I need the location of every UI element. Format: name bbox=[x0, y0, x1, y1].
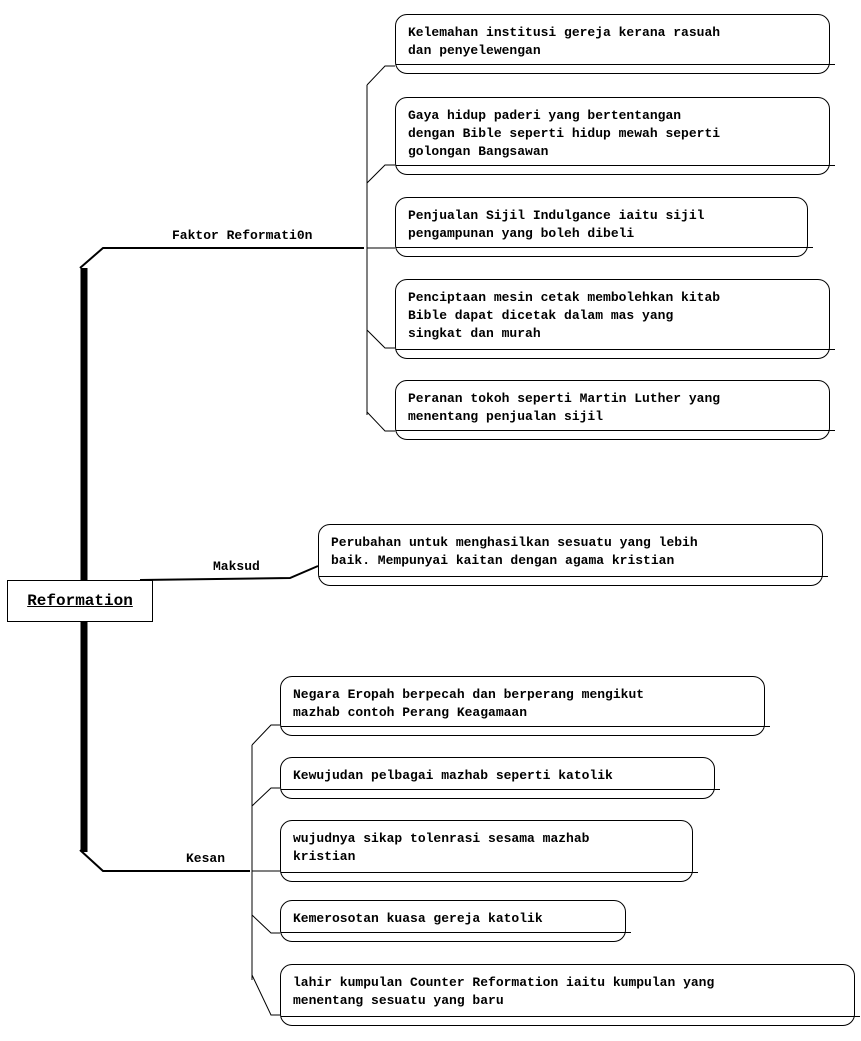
branch-line-faktor bbox=[79, 247, 364, 269]
link-kesan-2 bbox=[251, 787, 280, 807]
node-kesan-2[interactable]: Kewujudan pelbagai mazhab seperti katoli… bbox=[280, 757, 720, 799]
link-kesan-1 bbox=[251, 724, 280, 746]
branch-label-kesan: Kesan bbox=[186, 851, 226, 866]
node-faktor-2[interactable]: Gaya hidup paderi yang bertentangan deng… bbox=[395, 97, 835, 175]
link-faktor-4 bbox=[366, 329, 395, 349]
root-label: Reformation bbox=[27, 592, 133, 610]
link-kesan-5 bbox=[251, 974, 280, 1016]
node-kesan-3[interactable]: wujudnya sikap tolenrasi sesama mazhab k… bbox=[280, 820, 698, 882]
node-kesan-5[interactable]: lahir kumpulan Counter Reformation iaitu… bbox=[280, 964, 860, 1026]
node-faktor-1[interactable]: Kelemahan institusi gereja kerana rasuah… bbox=[395, 14, 835, 74]
link-kesan-4 bbox=[251, 914, 280, 934]
node-kesan-4[interactable]: Kemerosotan kuasa gereja katolik bbox=[280, 900, 631, 942]
root-node[interactable]: Reformation bbox=[7, 580, 153, 622]
node-faktor-5[interactable]: Peranan tokoh seperti Martin Luther yang… bbox=[395, 380, 835, 440]
node-maksud-1[interactable]: Perubahan untuk menghasilkan sesuatu yan… bbox=[318, 524, 828, 586]
branch-label-maksud: Maksud bbox=[213, 559, 260, 574]
branch-label-faktor: Faktor Reformati0n bbox=[172, 228, 313, 243]
node-kesan-1[interactable]: Negara Eropah berpecah dan berperang men… bbox=[280, 676, 770, 736]
branch-line-maksud bbox=[139, 565, 319, 581]
link-faktor-5 bbox=[366, 411, 395, 432]
link-faktor-2 bbox=[366, 164, 395, 184]
branch-line-kesan bbox=[79, 849, 250, 872]
node-faktor-3[interactable]: Penjualan Sijil Indulgance iaitu sijil p… bbox=[395, 197, 813, 257]
link-faktor-1 bbox=[366, 65, 395, 86]
node-faktor-4[interactable]: Penciptaan mesin cetak membolehkan kitab… bbox=[395, 279, 835, 359]
